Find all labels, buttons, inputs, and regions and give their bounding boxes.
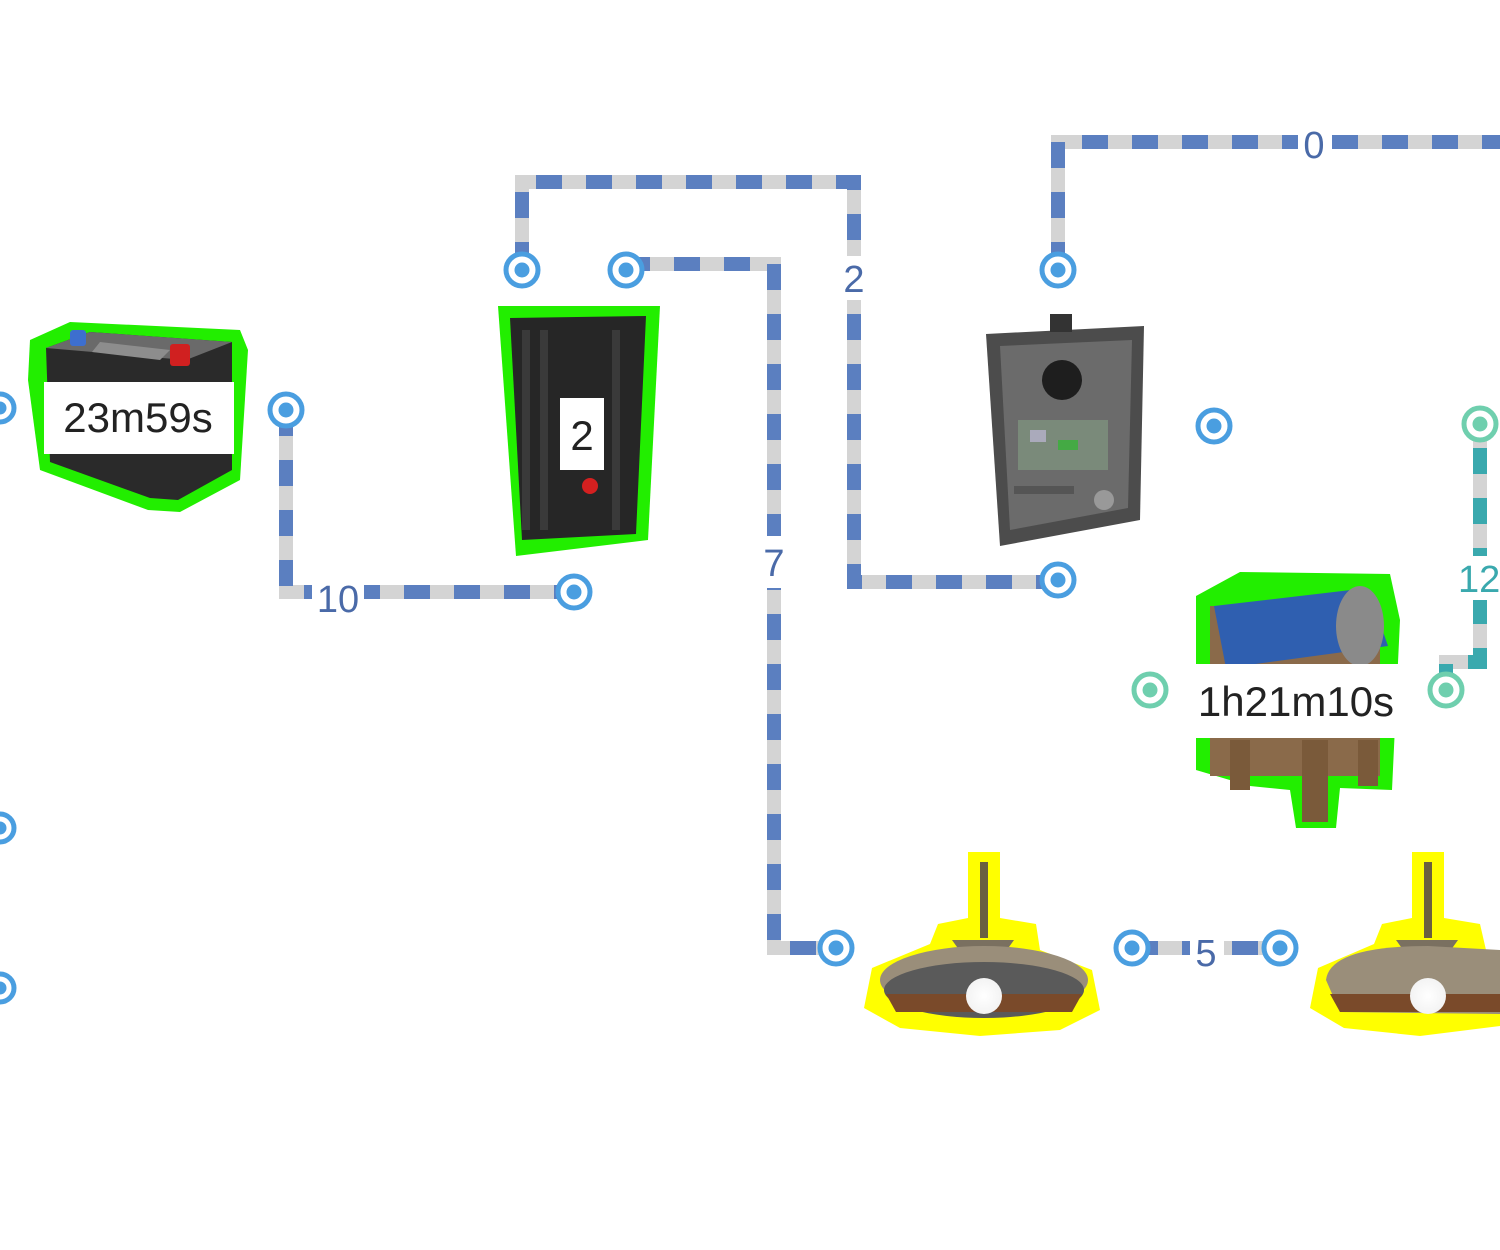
wire-label-12: 12 — [1456, 556, 1500, 601]
port-light-2-input[interactable] — [1261, 929, 1299, 967]
water-barrel-component[interactable]: 1h21m10s — [1178, 572, 1410, 828]
port-splitter-input[interactable] — [555, 573, 593, 611]
svg-text:0: 0 — [1303, 125, 1324, 167]
port-right-edge-teal[interactable] — [1461, 405, 1499, 443]
wire-label-0: 0 — [1298, 122, 1332, 167]
port-barrel-output[interactable] — [1427, 671, 1465, 709]
port-left-edge-2[interactable] — [0, 971, 17, 1005]
switch-box-component[interactable] — [986, 314, 1144, 546]
port-battery-output[interactable] — [267, 391, 305, 429]
wire-splitter-to-light[interactable] — [624, 257, 836, 955]
wire-label-5: 5 — [1190, 930, 1224, 975]
ceiling-light-1[interactable] — [864, 852, 1100, 1036]
svg-text:10: 10 — [317, 579, 359, 621]
port-switch-output[interactable] — [1039, 251, 1077, 289]
port-light-1-input[interactable] — [817, 929, 855, 967]
splitter-count: 2 — [570, 412, 593, 459]
port-left-edge-1[interactable] — [0, 811, 17, 845]
svg-text:7: 7 — [763, 543, 784, 585]
svg-text:12: 12 — [1458, 559, 1500, 601]
svg-text:5: 5 — [1195, 933, 1216, 975]
ceiling-light-2[interactable] — [1310, 852, 1500, 1036]
switch-box-icon — [986, 314, 1144, 546]
wire-label-2: 2 — [838, 256, 872, 301]
wire-switch-to-right[interactable] — [1051, 135, 1500, 268]
water-barrel-timer: 1h21m10s — [1198, 678, 1394, 725]
port-barrel-input[interactable] — [1131, 671, 1169, 709]
ceiling-light-icon — [1326, 862, 1500, 1014]
port-switch-toggle[interactable] — [1195, 407, 1233, 445]
port-switch-input[interactable] — [1039, 561, 1077, 599]
port-splitter-output-2[interactable] — [607, 251, 645, 289]
splitter-component[interactable]: 2 — [498, 306, 660, 556]
port-light-1-output[interactable] — [1113, 929, 1151, 967]
wire-battery-to-splitter[interactable] — [279, 410, 572, 599]
wire-label-10: 10 — [312, 574, 364, 621]
battery-timer: 23m59s — [63, 394, 212, 441]
wire-label-7: 7 — [758, 536, 792, 588]
port-splitter-output-1[interactable] — [503, 251, 541, 289]
ceiling-light-icon — [880, 862, 1088, 1018]
port-battery-left[interactable] — [0, 391, 17, 425]
battery-component[interactable]: 23m59s — [28, 322, 248, 512]
wire-splitter-to-switch[interactable] — [515, 175, 1058, 589]
svg-text:2: 2 — [843, 259, 864, 301]
